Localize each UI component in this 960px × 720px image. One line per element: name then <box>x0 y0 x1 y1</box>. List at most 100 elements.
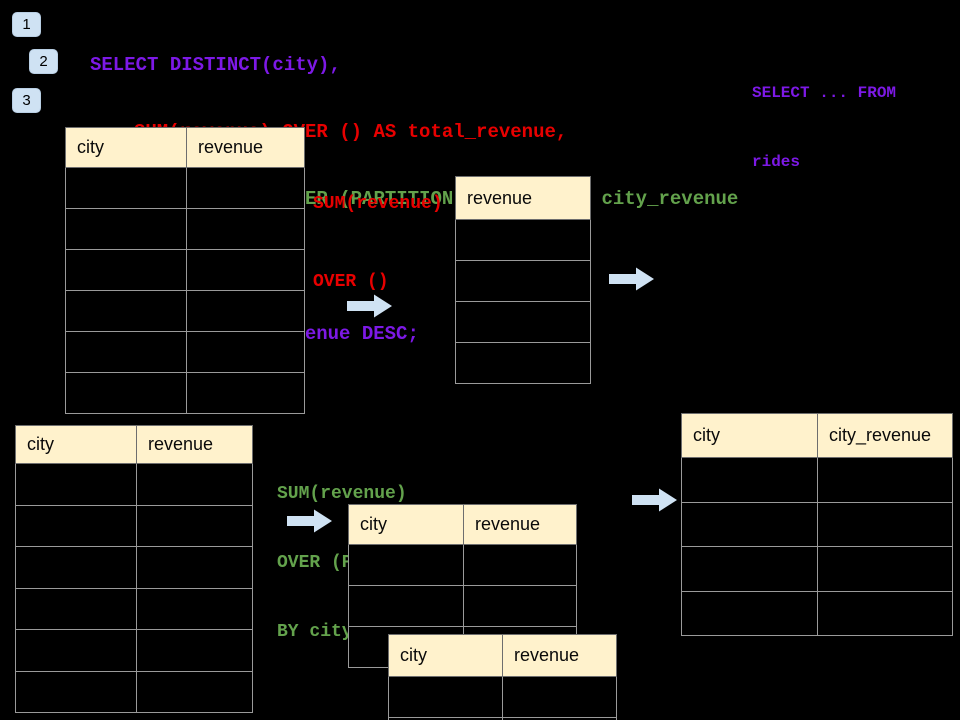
source-table-bottom: city revenue <box>15 425 253 713</box>
partition-annotation-line-1: SUM(revenue) <box>277 484 407 504</box>
table-row <box>65 331 305 373</box>
column-header-city: city <box>388 634 503 677</box>
table-cell <box>15 670 137 713</box>
column-header-revenue: revenue <box>136 425 253 464</box>
step-badge-2: 2 <box>29 49 58 74</box>
table-cell <box>186 372 305 414</box>
table-cell <box>15 504 137 547</box>
column-header-revenue: revenue <box>186 127 305 168</box>
table-row <box>388 717 617 720</box>
table-row <box>65 290 305 332</box>
table-cell <box>65 208 187 250</box>
flow-arrow-icon <box>609 267 654 291</box>
table-cell <box>186 249 305 291</box>
city-revenue-result-table: city city_revenue <box>681 413 953 636</box>
total-revenue-annotation: SUM(revenue) OVER () <box>313 139 443 347</box>
column-header-city: city <box>15 425 137 464</box>
table-cell <box>65 331 187 373</box>
table-row <box>681 590 953 636</box>
step-badge-3: 3 <box>12 88 41 113</box>
table-row <box>15 504 253 547</box>
table-cell <box>502 676 617 718</box>
table-cell <box>502 717 617 720</box>
table-cell <box>681 546 818 592</box>
table-header-row: city revenue <box>348 504 577 545</box>
table-cell <box>463 544 577 586</box>
table-cell <box>463 585 577 627</box>
table-row <box>388 676 617 718</box>
flow-arrow-icon <box>287 509 332 533</box>
table-cell <box>136 670 253 713</box>
table-row <box>455 342 591 384</box>
total-revenue-annotation-line-1: SUM(revenue) <box>313 194 443 214</box>
table-cell <box>681 457 818 503</box>
table-row <box>15 587 253 630</box>
column-header-revenue: revenue <box>455 176 591 220</box>
table-cell <box>817 501 953 547</box>
table-row <box>65 208 305 250</box>
table-cell <box>186 167 305 209</box>
table-row <box>15 546 253 589</box>
table-row <box>681 501 953 547</box>
table-cell <box>65 372 187 414</box>
table-cell <box>136 546 253 589</box>
table-cell <box>186 290 305 332</box>
flow-arrow-icon <box>347 294 392 318</box>
table-row <box>15 629 253 672</box>
table-row <box>15 463 253 506</box>
sql-line-select: SELECT DISTINCT(city), <box>90 53 341 76</box>
table-cell <box>65 249 187 291</box>
table-row <box>681 546 953 592</box>
table-cell <box>681 501 818 547</box>
table-cell <box>348 544 464 586</box>
total-revenue-annotation-line-2: OVER () <box>313 272 389 292</box>
table-cell <box>136 463 253 506</box>
table-row <box>348 544 577 586</box>
table-row <box>348 585 577 627</box>
column-header-revenue: revenue <box>463 504 577 545</box>
table-cell <box>136 587 253 630</box>
table-cell <box>455 301 591 343</box>
side-snippet-line-1: SELECT ... FROM <box>752 84 897 102</box>
flow-arrow-icon <box>632 488 677 512</box>
table-cell <box>348 585 464 627</box>
source-table-top: city revenue <box>65 127 305 414</box>
table-row <box>65 249 305 291</box>
table-header-row: city city_revenue <box>681 413 953 458</box>
table-cell <box>65 290 187 332</box>
table-cell <box>65 167 187 209</box>
table-cell <box>388 676 503 718</box>
total-revenue-table: revenue <box>455 176 591 384</box>
side-snippet: SELECT ... FROM rides <box>752 36 896 220</box>
table-row <box>15 670 253 713</box>
table-cell <box>136 504 253 547</box>
table-cell <box>817 590 953 636</box>
column-header-revenue: revenue <box>502 634 617 677</box>
table-cell <box>186 331 305 373</box>
table-cell <box>817 546 953 592</box>
table-cell <box>455 342 591 384</box>
table-row <box>455 260 591 302</box>
table-cell <box>15 629 137 672</box>
partition-table-2: city revenue <box>388 634 617 720</box>
table-header-row: city revenue <box>65 127 305 168</box>
table-cell <box>186 208 305 250</box>
table-cell <box>15 463 137 506</box>
table-cell <box>455 219 591 261</box>
table-row <box>455 301 591 343</box>
table-row <box>65 372 305 414</box>
table-cell <box>455 260 591 302</box>
column-header-city-revenue: city_revenue <box>817 413 953 458</box>
table-cell <box>15 546 137 589</box>
table-row <box>681 457 953 503</box>
table-cell <box>681 590 818 636</box>
table-row <box>65 167 305 209</box>
table-header-row: city revenue <box>15 425 253 464</box>
table-header-row: city revenue <box>388 634 617 677</box>
table-cell <box>136 629 253 672</box>
table-cell <box>15 587 137 630</box>
column-header-city: city <box>348 504 464 545</box>
table-header-row: revenue <box>455 176 591 220</box>
column-header-city: city <box>65 127 187 168</box>
